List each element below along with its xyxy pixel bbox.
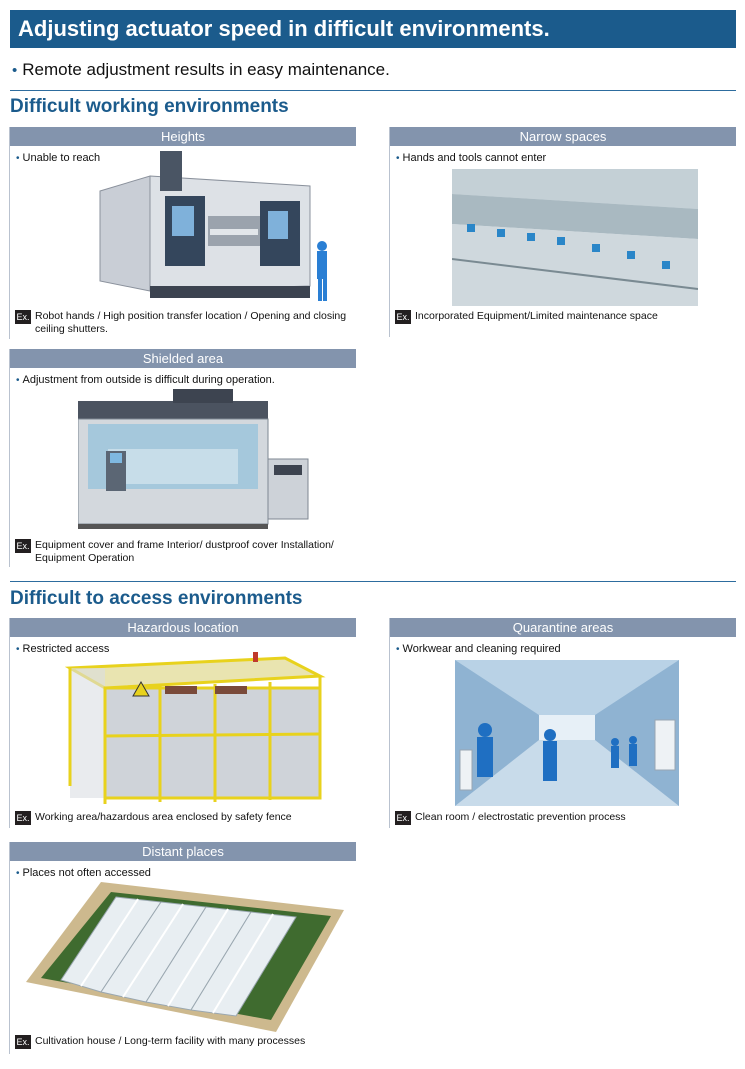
ex-badge: Ex. bbox=[395, 811, 411, 825]
example-text: Robot hands / High position transfer loc… bbox=[35, 310, 347, 335]
bullet-dot: • bbox=[16, 868, 20, 879]
example-text: Incorporated Equipment/Limited maintenan… bbox=[415, 310, 658, 322]
example-text: Cultivation house / Long-term facility w… bbox=[35, 1035, 306, 1047]
card-hazardous-location: Hazardous location •Restricted access Ex… bbox=[9, 618, 356, 828]
bullet-dot: • bbox=[396, 644, 400, 655]
ex-badge: Ex. bbox=[15, 811, 31, 825]
card-bullet: •Adjustment from outside is difficult du… bbox=[16, 374, 356, 386]
lead-text: Remote adjustment results in easy mainte… bbox=[22, 60, 390, 79]
card-header: Narrow spaces bbox=[390, 127, 736, 146]
card-header: Distant places bbox=[10, 842, 356, 861]
card-shielded-area: Shielded area •Adjustment from outside i… bbox=[9, 349, 356, 567]
example-line: Ex. Cultivation house / Long-term facili… bbox=[15, 1035, 355, 1049]
example-line: Ex. Incorporated Equipment/Limited maint… bbox=[395, 310, 735, 324]
bullet-dot: • bbox=[16, 153, 20, 164]
card-bullet: •Hands and tools cannot enter bbox=[396, 152, 736, 164]
page-title: Adjusting actuator speed in difficult en… bbox=[10, 10, 736, 48]
card-header: Shielded area bbox=[10, 349, 356, 368]
ex-badge: Ex. bbox=[15, 1035, 31, 1049]
example-line: Ex. Robot hands / High position transfer… bbox=[15, 310, 355, 336]
section-title-working: Difficult working environments bbox=[10, 96, 289, 117]
section-title-access: Difficult to access environments bbox=[10, 588, 303, 609]
safety-fence-illustration bbox=[65, 652, 326, 804]
incorporated-equipment-illustration bbox=[452, 169, 698, 306]
card-quarantine-areas: Quarantine areas •Workwear and cleaning … bbox=[389, 618, 736, 828]
bullet-dot: • bbox=[16, 375, 20, 386]
card-bullet-text: Places not often accessed bbox=[22, 867, 151, 879]
card-narrow-spaces: Narrow spaces •Hands and tools cannot en… bbox=[389, 127, 736, 337]
bullet-dot: • bbox=[396, 153, 400, 164]
greenhouse-illustration bbox=[26, 882, 344, 1032]
machining-center-illustration bbox=[99, 151, 327, 301]
card-bullet-text: Hands and tools cannot enter bbox=[402, 152, 547, 164]
card-bullet: •Places not often accessed bbox=[16, 867, 356, 879]
example-line: Ex. Clean room / electrostatic preventio… bbox=[395, 811, 735, 825]
section-divider bbox=[10, 90, 736, 91]
card-bullet: •Unable to reach bbox=[16, 152, 356, 164]
example-text: Clean room / electrostatic prevention pr… bbox=[415, 811, 626, 823]
card-header: Quarantine areas bbox=[390, 618, 736, 637]
ex-badge: Ex. bbox=[395, 310, 411, 324]
bullet-dot: • bbox=[12, 62, 18, 79]
card-bullet-text: Restricted access bbox=[22, 643, 110, 655]
ex-badge: Ex. bbox=[15, 310, 31, 324]
card-bullet-text: Unable to reach bbox=[22, 152, 101, 164]
ex-badge: Ex. bbox=[15, 539, 31, 553]
card-bullet: •Workwear and cleaning required bbox=[396, 643, 736, 655]
card-header: Hazardous location bbox=[10, 618, 356, 637]
card-distant-places: Distant places •Places not often accesse… bbox=[9, 842, 356, 1054]
example-text: Equipment cover and frame Interior/ dust… bbox=[35, 539, 334, 564]
clean-room-illustration bbox=[455, 660, 679, 806]
section-divider bbox=[10, 581, 736, 582]
example-line: Ex. Equipment cover and frame Interior/ … bbox=[15, 539, 355, 565]
card-bullet-text: Adjustment from outside is difficult dur… bbox=[22, 374, 275, 386]
card-heights: Heights •Unable to reach Ex. Robot hands… bbox=[9, 127, 356, 339]
example-text: Working area/hazardous area enclosed by … bbox=[35, 811, 292, 823]
card-bullet: •Restricted access bbox=[16, 643, 356, 655]
enclosed-machine-illustration bbox=[78, 389, 309, 529]
card-bullet-text: Workwear and cleaning required bbox=[402, 643, 561, 655]
card-header: Heights bbox=[10, 127, 356, 146]
bullet-dot: • bbox=[16, 644, 20, 655]
example-line: Ex. Working area/hazardous area enclosed… bbox=[15, 811, 355, 825]
lead-bullet: •Remote adjustment results in easy maint… bbox=[12, 60, 390, 80]
